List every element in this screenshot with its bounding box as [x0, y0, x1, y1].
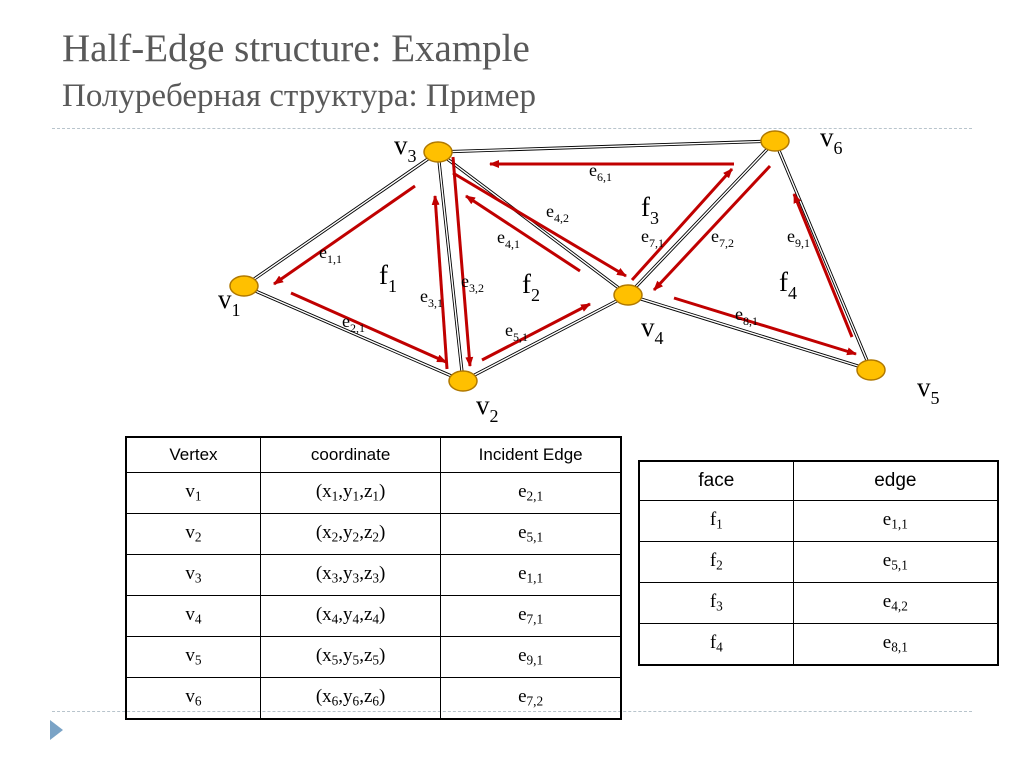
vertex-table-header: Vertex coordinate Incident Edge [125, 436, 622, 473]
coordinate-cell: (x1,y1,z1) [259, 472, 442, 514]
face-edge-cell: e1,1 [792, 500, 999, 542]
vertex-node-v1 [229, 275, 259, 297]
vertex-label-v6: v6 [820, 122, 843, 158]
vertex-cell: v5 [125, 636, 261, 678]
coordinate-cell: (x4,y4,z4) [259, 595, 442, 637]
table-row: v3(x3,y3,z3)e1,1 [125, 554, 622, 596]
vertex-cell: v6 [125, 677, 261, 720]
vertex-label-v1: v1 [218, 284, 241, 320]
mesh-edge-inner-v4-v6 [627, 140, 776, 296]
table-row: v4(x4,y4,z4)e7,1 [125, 595, 622, 637]
face-label-f2: f2 [522, 269, 540, 305]
half-edge-arrow-7-2 [652, 164, 772, 292]
vertex-label-v2: v2 [476, 390, 499, 426]
half-edge-arrow-3-2 [451, 156, 474, 367]
half-edge-label-3-1: e3,1 [420, 286, 443, 310]
vertex-table: Vertex coordinate Incident Edge v1(x1,y1… [125, 436, 622, 720]
vertex-node-v3 [423, 141, 453, 163]
half-edge-arrow-2-1 [290, 291, 447, 364]
mesh-edge-inner-v5-v6 [774, 140, 872, 371]
half-edge-arrow-8-1 [673, 296, 857, 356]
header-face: face [638, 460, 794, 501]
face-cell: f3 [638, 582, 794, 624]
half-edge-arrow-9-1 [792, 193, 854, 338]
table-row: v2(x2,y2,z2)e5,1 [125, 513, 622, 555]
half-edge-label-9-1: e9,1 [787, 226, 810, 250]
vertex-node-v4 [613, 284, 643, 306]
header-incident-edge: Incident Edge [440, 436, 622, 473]
mesh-edge-inner-v2-v4 [462, 294, 629, 382]
mesh-edge-inner-v3-v6 [437, 140, 776, 153]
incident-edge-cell: e1,1 [440, 554, 622, 596]
vertex-cell: v4 [125, 595, 261, 637]
half-edge-arrow-7-1 [630, 167, 734, 282]
face-cell: f1 [638, 500, 794, 542]
header-edge: edge [792, 460, 999, 501]
vertex-cell: v3 [125, 554, 261, 596]
slide-subtitle: Полуреберная структура: Пример [62, 78, 536, 114]
vertex-label-v5: v5 [917, 372, 940, 408]
mesh-edge-inner-v1-v3 [243, 151, 439, 287]
triangle-bullet-icon [50, 720, 63, 740]
half-edge-arrow-4-2 [452, 171, 627, 278]
incident-edge-cell: e9,1 [440, 636, 622, 678]
vertex-cell: v2 [125, 513, 261, 555]
vertex-node-v2 [448, 370, 478, 392]
half-edge-label-5-1: e5,1 [505, 320, 528, 344]
half-edge-label-4-2: e4,2 [546, 201, 569, 225]
half-edge-label-1-1: e1,1 [319, 242, 342, 266]
half-edge-arrow-4-1 [465, 194, 581, 273]
coordinate-cell: (x5,y5,z5) [259, 636, 442, 678]
table-row: v1(x1,y1,z1)e2,1 [125, 472, 622, 514]
incident-edge-cell: e7,1 [440, 595, 622, 637]
face-edge-cell: e5,1 [792, 541, 999, 583]
vertex-cell: v1 [125, 472, 261, 514]
table-row: v5(x5,y5,z5)e9,1 [125, 636, 622, 678]
face-table-header: face edge [638, 460, 999, 501]
slide-title: Half-Edge structure: Example [62, 27, 530, 70]
coordinate-cell: (x3,y3,z3) [259, 554, 442, 596]
incident-edge-cell: e7,2 [440, 677, 622, 720]
mesh-edge-inner-v2-v3 [437, 151, 464, 382]
face-edge-cell: e4,2 [792, 582, 999, 624]
half-edge-arrow-3-1 [431, 195, 449, 370]
coordinate-cell: (x6,y6,z6) [259, 677, 442, 720]
face-cell: f4 [638, 623, 794, 666]
face-edge-cell: e8,1 [792, 623, 999, 666]
face-cell: f2 [638, 541, 794, 583]
face-label-f1: f1 [379, 260, 397, 296]
face-label-f3: f3 [641, 192, 659, 228]
vertex-label-v3: v3 [394, 130, 417, 166]
header-vertex: Vertex [125, 436, 261, 473]
half-edge-arrow-5-1 [481, 302, 591, 362]
half-edge-label-6-1: e6,1 [589, 160, 612, 184]
top-divider [52, 128, 972, 129]
incident-edge-cell: e5,1 [440, 513, 622, 555]
half-edge-label-4-1: e4,1 [497, 227, 520, 251]
vertex-label-v4: v4 [641, 312, 664, 348]
half-edge-arrow-1-1 [273, 184, 416, 286]
mesh-edge-inner-v4-v5 [627, 294, 872, 371]
face-label-f4: f4 [779, 267, 797, 303]
half-edge-label-3-2: e3,2 [461, 271, 484, 295]
half-edge-label-7-1: e7,1 [641, 226, 664, 250]
coordinate-cell: (x2,y2,z2) [259, 513, 442, 555]
vertex-node-v6 [760, 130, 790, 152]
incident-edge-cell: e2,1 [440, 472, 622, 514]
header-coordinate: coordinate [259, 436, 442, 473]
vertex-node-v5 [856, 359, 886, 381]
half-edge-label-8-1: e8,1 [735, 304, 758, 328]
half-edge-label-7-2: e7,2 [711, 226, 734, 250]
half-edge-label-2-1: e2,1 [342, 311, 365, 335]
table-row: v6(x6,y6,z6)e7,2 [125, 677, 622, 720]
mesh-edge-inner-v1-v2 [243, 285, 464, 382]
mesh-edge-inner-v3-v4 [437, 151, 629, 296]
